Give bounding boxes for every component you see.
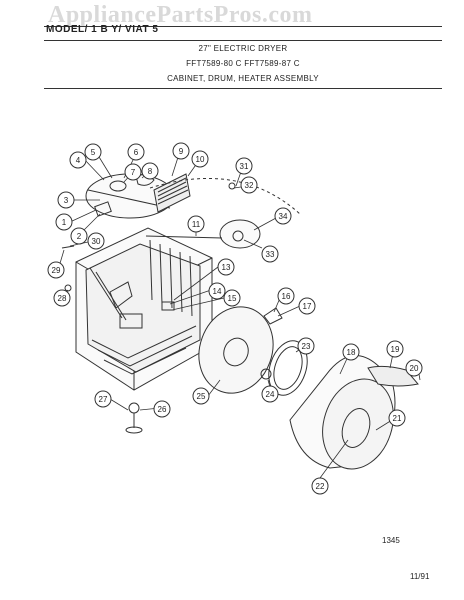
callout-6: 6 bbox=[127, 143, 145, 161]
front-bulkhead bbox=[198, 306, 274, 394]
model-label: MODEL/ 1 B Y/ VIAT 5 bbox=[46, 24, 159, 35]
svg-text:22: 22 bbox=[316, 482, 325, 491]
callout-21: 21 bbox=[388, 409, 406, 427]
callout-22: 22 bbox=[311, 477, 329, 495]
callout-25: 25 bbox=[192, 387, 210, 405]
svg-text:31: 31 bbox=[240, 162, 249, 171]
svg-text:14: 14 bbox=[213, 287, 222, 296]
callouts: 1 2 3 4 5 6 7 8 9 10 11 13 14 15 16 17 1… bbox=[47, 142, 423, 495]
callout-9: 9 bbox=[172, 142, 190, 160]
callout-1: 1 bbox=[55, 213, 73, 231]
callout-5: 5 bbox=[84, 143, 102, 161]
callout-34: 34 bbox=[274, 207, 292, 225]
callout-15: 15 bbox=[223, 289, 241, 307]
callout-7: 7 bbox=[124, 163, 142, 181]
svg-text:34: 34 bbox=[279, 212, 288, 221]
callout-20: 20 bbox=[405, 359, 423, 377]
svg-text:5: 5 bbox=[91, 148, 96, 157]
callout-11: 11 bbox=[187, 215, 205, 233]
callout-13: 13 bbox=[217, 258, 235, 276]
header-assembly: CABINET, DRUM, HEATER ASSEMBLY bbox=[167, 74, 319, 83]
callout-26: 26 bbox=[153, 400, 171, 418]
svg-text:7: 7 bbox=[131, 168, 136, 177]
callout-14: 14 bbox=[208, 282, 226, 300]
svg-text:32: 32 bbox=[245, 181, 254, 190]
callout-10: 10 bbox=[191, 150, 209, 168]
lint-screen bbox=[153, 173, 191, 213]
watermark: AppliancePartsPros.com bbox=[48, 2, 313, 28]
svg-text:23: 23 bbox=[302, 342, 311, 351]
callout-17: 17 bbox=[298, 297, 316, 315]
svg-text:13: 13 bbox=[222, 263, 231, 272]
callout-24: 24 bbox=[261, 385, 279, 403]
svg-text:2: 2 bbox=[77, 232, 82, 241]
callout-33: 33 bbox=[261, 245, 279, 263]
svg-text:27: 27 bbox=[99, 395, 108, 404]
svg-text:1: 1 bbox=[62, 218, 67, 227]
header-top-rule bbox=[44, 26, 442, 27]
callout-23: 23 bbox=[297, 337, 315, 355]
callout-31: 31 bbox=[235, 157, 253, 175]
callout-30: 30 bbox=[87, 232, 105, 250]
svg-text:17: 17 bbox=[303, 302, 312, 311]
svg-text:16: 16 bbox=[282, 292, 291, 301]
header-rule-1 bbox=[44, 40, 442, 41]
svg-text:30: 30 bbox=[92, 237, 101, 246]
svg-text:15: 15 bbox=[228, 294, 237, 303]
header-title: 27" ELECTRIC DRYER bbox=[198, 44, 288, 53]
svg-text:4: 4 bbox=[76, 156, 81, 165]
svg-text:6: 6 bbox=[134, 148, 139, 157]
callout-2: 2 bbox=[70, 227, 88, 245]
svg-text:9: 9 bbox=[179, 147, 184, 156]
svg-text:25: 25 bbox=[197, 392, 206, 401]
svg-text:11: 11 bbox=[192, 220, 201, 229]
svg-text:8: 8 bbox=[148, 167, 153, 176]
callout-3: 3 bbox=[57, 191, 75, 209]
callout-29: 29 bbox=[47, 261, 65, 279]
svg-text:3: 3 bbox=[64, 196, 69, 205]
header-models: FFT7589-80 C FFT7589-87 C bbox=[186, 59, 300, 68]
page-code: 1345 bbox=[382, 536, 400, 545]
svg-text:24: 24 bbox=[266, 390, 275, 399]
callout-4: 4 bbox=[69, 151, 87, 169]
callout-18: 18 bbox=[342, 343, 360, 361]
callout-32: 32 bbox=[240, 176, 258, 194]
header-bottom-rule bbox=[44, 88, 442, 89]
svg-text:10: 10 bbox=[196, 155, 205, 164]
callout-28: 28 bbox=[53, 289, 71, 307]
svg-text:33: 33 bbox=[266, 250, 275, 259]
svg-text:28: 28 bbox=[58, 294, 67, 303]
svg-text:26: 26 bbox=[158, 405, 167, 414]
svg-text:19: 19 bbox=[391, 345, 400, 354]
svg-text:29: 29 bbox=[52, 266, 61, 275]
callout-8: 8 bbox=[141, 162, 159, 180]
cabinet-drawing bbox=[75, 227, 213, 391]
revision-date: 11/91 bbox=[410, 572, 430, 581]
svg-text:21: 21 bbox=[393, 414, 402, 423]
svg-text:18: 18 bbox=[347, 348, 356, 357]
svg-text:20: 20 bbox=[410, 364, 419, 373]
callout-19: 19 bbox=[386, 340, 404, 358]
callout-27: 27 bbox=[94, 390, 112, 408]
callout-16: 16 bbox=[277, 287, 295, 305]
drum bbox=[289, 355, 396, 470]
